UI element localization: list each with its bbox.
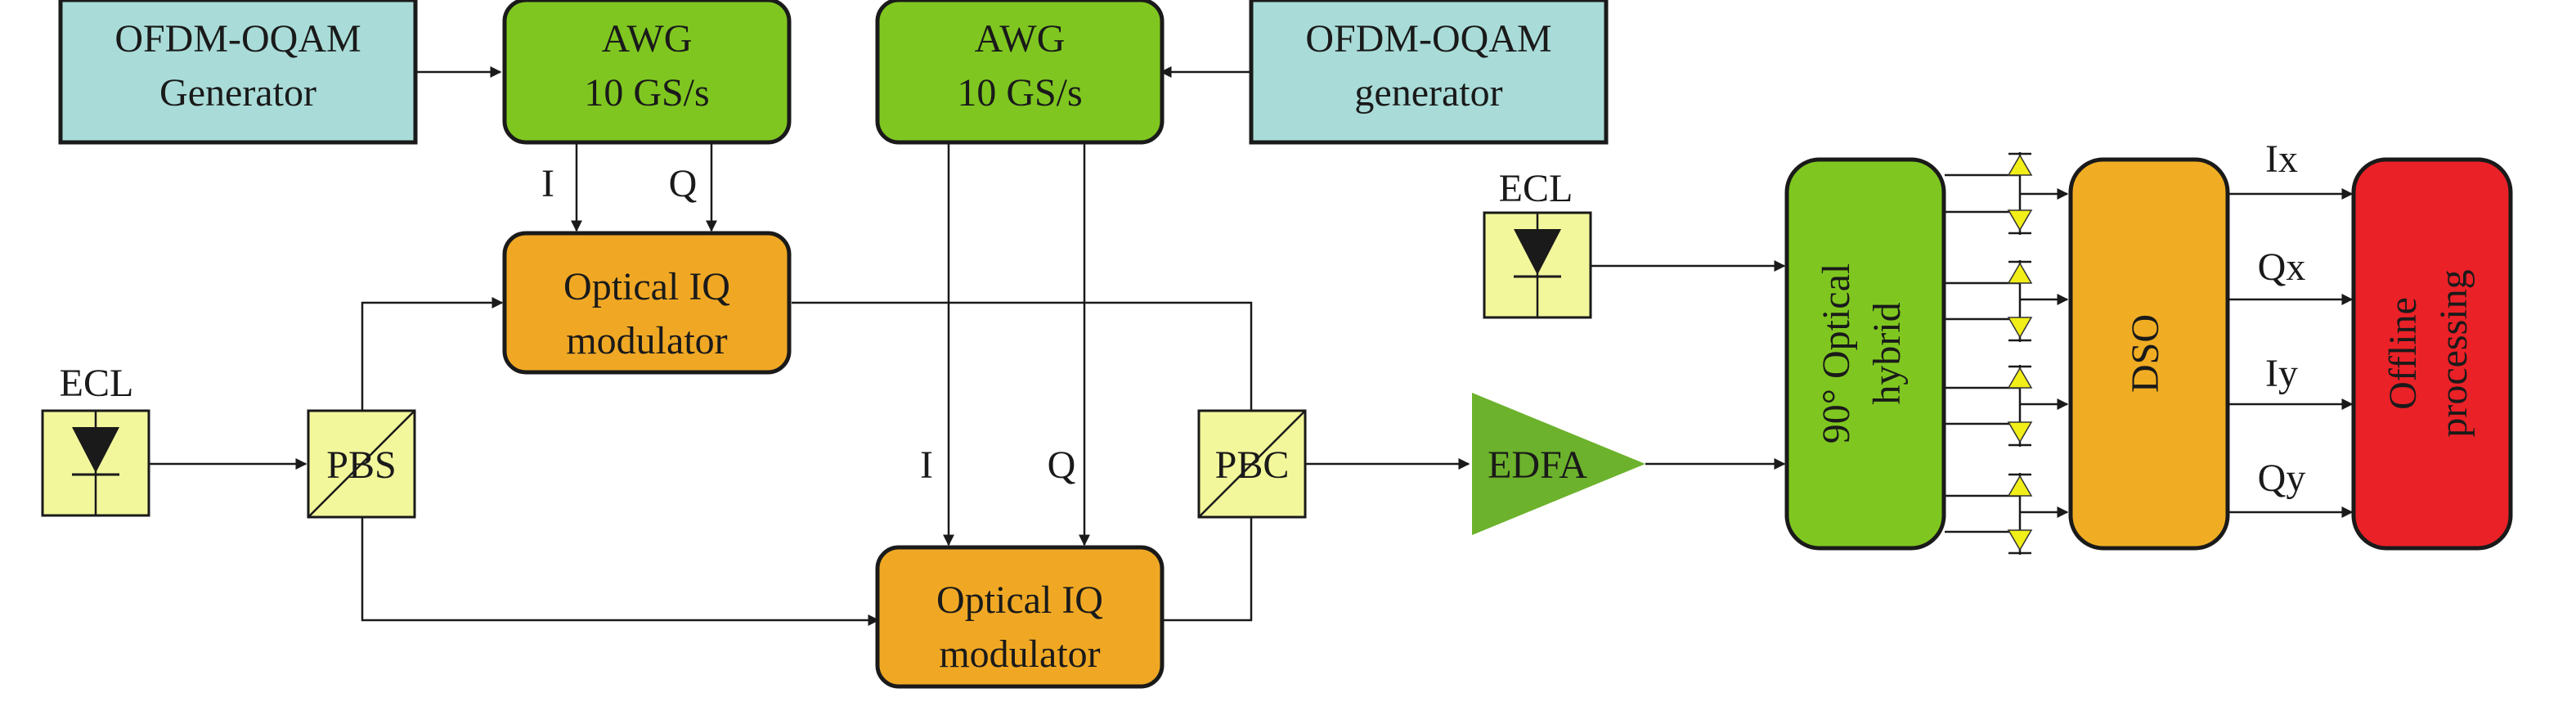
photodiode-icon: [2007, 209, 2033, 232]
label-ix: Ix: [2265, 137, 2298, 181]
pbs-label: PBS: [326, 443, 396, 487]
generator-left-box: [58, 0, 418, 145]
label-qy: Qy: [2258, 457, 2306, 500]
label-q-top: Q: [669, 162, 698, 205]
awg-right-box: [875, 0, 1165, 145]
photodiode-icon: [2007, 367, 2033, 389]
photodiode-icon: [2007, 475, 2033, 497]
edfa-amplifier: EDFA: [1472, 393, 1645, 535]
wire-mod-bottom-to-pbc: [1163, 517, 1253, 622]
pbc-label: PBC: [1215, 443, 1290, 487]
label-i-bottom: I: [920, 443, 933, 487]
photodiode-icon: [2007, 421, 2033, 443]
edfa-triangle: [1472, 393, 1645, 535]
ecl-tx-label: ECL: [60, 362, 134, 405]
diode-icon: [1514, 229, 1561, 275]
modulator-top-box: [502, 231, 792, 375]
polarization-beam-splitter: PBS: [307, 409, 416, 519]
ecl-rx-label: ECL: [1499, 167, 1573, 210]
wire-pbs-to-mod-bottom: [361, 517, 880, 626]
offline-box: [2351, 157, 2513, 551]
ecl-transmitter: ECL: [41, 362, 150, 517]
edfa-label: EDFA: [1488, 443, 1587, 487]
photodiode-icon: [2007, 154, 2033, 176]
digital-sampling-oscilloscope: DSO: [2068, 157, 2230, 551]
photodiode-icon: [2007, 262, 2033, 284]
pbc-diagonal: [1198, 410, 1306, 518]
diode-icon: [72, 427, 119, 473]
dso-label: DSO: [2124, 314, 2167, 393]
polarization-beam-combiner: PBC: [1197, 409, 1307, 519]
label-q-bottom: Q: [1048, 443, 1076, 487]
balanced-photodetector-array: [1945, 152, 2069, 555]
awg-left-box: [502, 0, 792, 145]
photodiode-icon: [2007, 529, 2033, 551]
wire-mod-top-to-pbc: [792, 301, 1253, 411]
hybrid-box: [1784, 157, 1946, 551]
label-i-top: I: [541, 162, 554, 205]
photodiode-icon: [2007, 317, 2033, 339]
ecl-local-oscillator: ECL: [1483, 167, 1592, 319]
connection-wires: [150, 66, 2354, 626]
pbs-diagonal: [307, 410, 415, 518]
label-qx: Qx: [2258, 245, 2306, 289]
generator-right-box: [1249, 0, 1609, 145]
label-iy: Iy: [2265, 352, 2298, 395]
modulator-bottom-box: [875, 545, 1165, 689]
dso-box: [2068, 157, 2230, 551]
signal-labels: I Q I Q Ix Qx Iy Qy: [541, 137, 2305, 500]
wire-pbs-to-mod-top: [361, 297, 504, 411]
